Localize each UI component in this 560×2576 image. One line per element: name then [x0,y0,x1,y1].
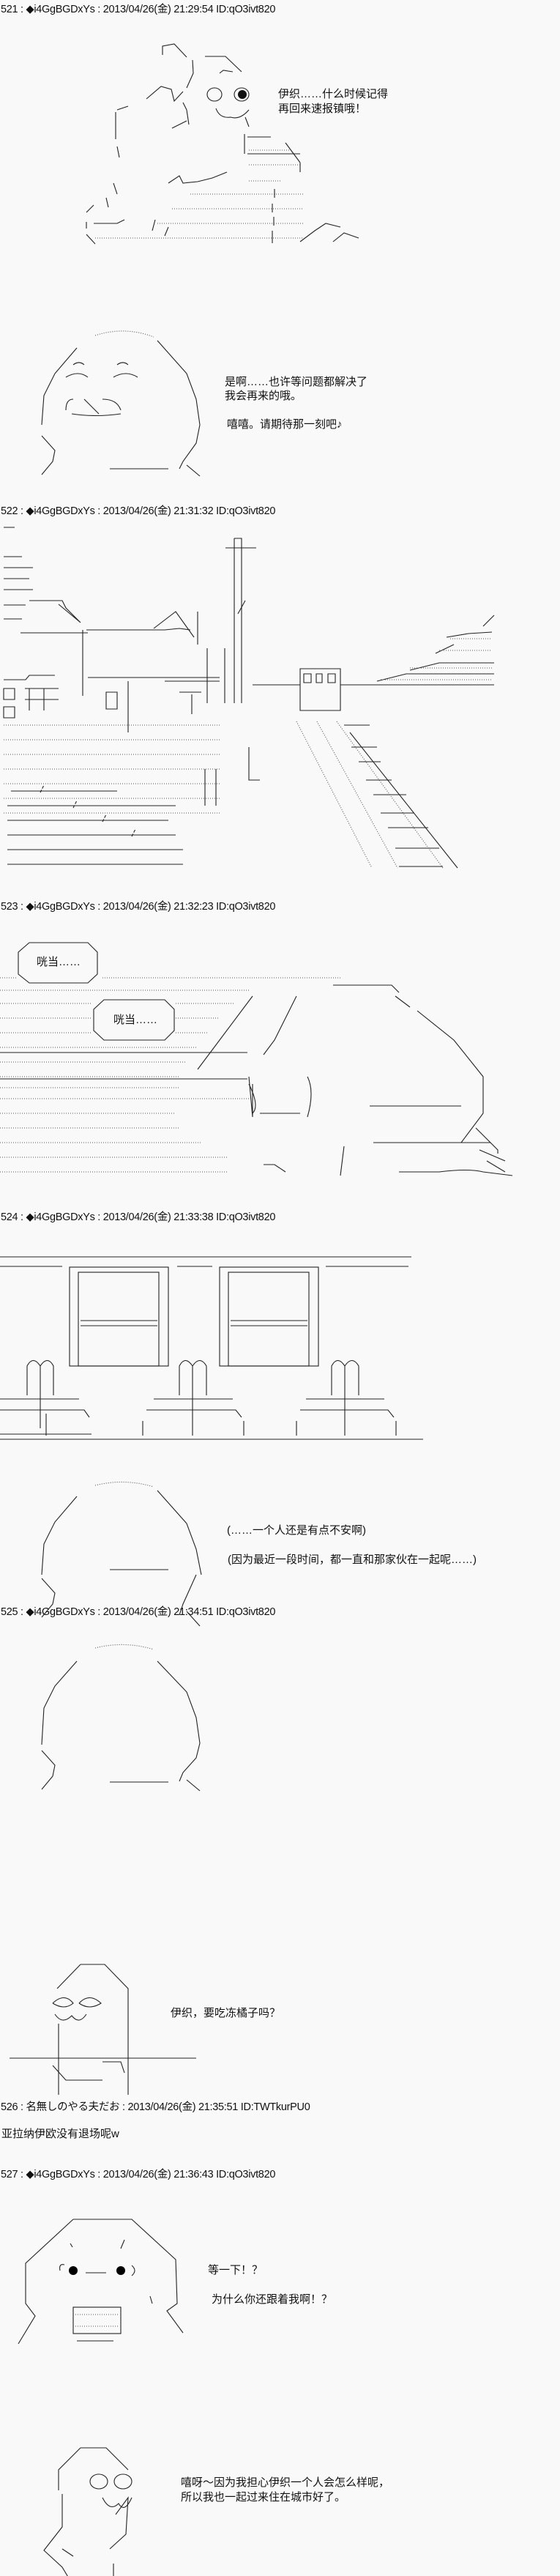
dialog-line: 是啊……也许等问题都解决了 [225,376,368,388]
dialog-line: 等一下！？ [208,2264,264,2276]
post-header-523: 523 : ◆i4GgBGDxYs : 2013/04/26(金) 21:32:… [1,901,276,913]
art-surprised-character [18,2219,184,2345]
dialog-line: 为什么你还跟着我啊！？ [212,2293,333,2306]
dialog-line: 再回来速报镇哦！ [278,103,367,115]
art-blob-face-back [41,1481,202,1627]
speech-bubble-text: 咣当…… [113,1014,158,1026]
art-train-windows-seats [0,1256,423,1440]
art-blob-back-525 [41,1644,201,1792]
dialog-line: 伊织……什么时候记得 [278,88,389,100]
dialog-line: 伊织，要吃冻橘子吗？ [171,2007,281,2019]
dialog-line: (因为最近一段时间，都一直和那家伙在一起呢……) [228,1554,477,1566]
art-town-train-scene [3,527,495,869]
dialog-line: 嘻嘻。请期待那一刻吧♪ [227,418,343,431]
post-body: 亚拉纳伊欧没有退场呢w [1,2128,119,2140]
dialog-line: 所以我也一起过来住在城市好了。 [181,2491,346,2503]
art-small-character [10,1964,196,2095]
dialog-line: (……一个人还是有点不安啊) [227,1524,366,1537]
post-header-525: 525 : ◆i4GgBGDxYs : 2013/04/26(金) 21:34:… [1,1606,276,1618]
art-round-face [41,330,201,477]
art-train-interior [0,942,513,1176]
post-header-526: 526 : 名無しのやる夫だお : 2013/04/26(金) 21:35:51… [1,2101,310,2113]
dialog-line: 我会再来的哦。 [225,390,302,402]
art-characters-on-bed [86,43,359,245]
post-header-521: 521 : ◆i4GgBGDxYs : 2013/04/26(金) 21:29:… [1,4,276,15]
post-header-524: 524 : ◆i4GgBGDxYs : 2013/04/26(金) 21:33:… [1,1211,276,1223]
speech-bubble-text: 咣当…… [37,956,81,968]
post-header-522: 522 : ◆i4GgBGDxYs : 2013/04/26(金) 21:31:… [1,505,276,517]
post-header-527: 527 : ◆i4GgBGDxYs : 2013/04/26(金) 21:36:… [1,2169,276,2180]
dialog-line: 嘻呀～因为我担心伊织一个人会怎么样呢， [181,2476,390,2489]
art-smiling-character [43,2447,132,2576]
